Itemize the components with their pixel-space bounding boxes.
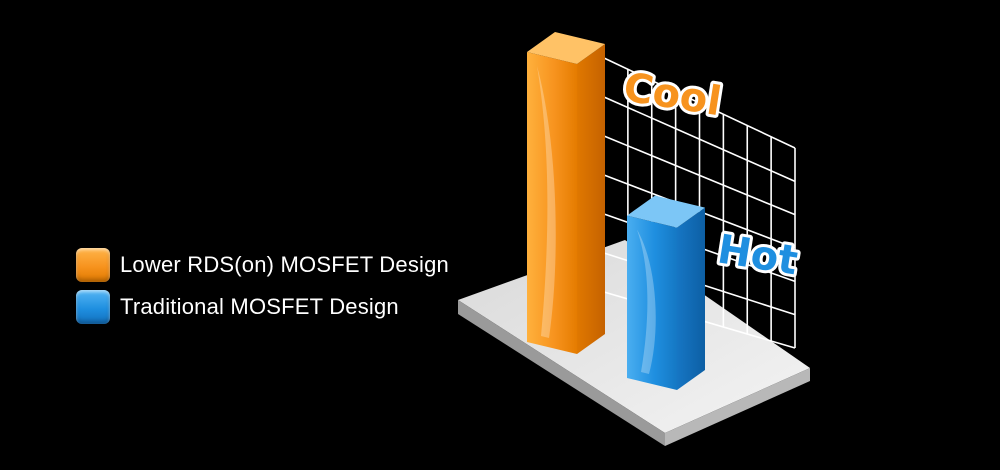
legend-label: Traditional MOSFET Design [120,294,399,319]
grid-horizontal-line [603,135,796,216]
bar-front-face [627,215,677,390]
chart-bars [527,32,705,390]
legend-label: Lower RDS(on) MOSFET Design [120,252,449,277]
grid-horizontal-line [603,57,796,149]
bar-traditional-mosfet [627,195,705,390]
annotation-cool: Cool [620,64,724,125]
legend-swatch-orange [76,248,110,282]
base-left-edge [458,300,665,446]
bar-side-face [577,44,605,354]
grid-horizontal-line [603,96,796,183]
bar-side-face [677,207,705,390]
chart-legend: Lower RDS(on) MOSFET Design Traditional … [76,244,516,328]
bar-lower-rds-mosfet [527,32,605,354]
legend-swatch-blue [76,290,110,324]
annotation-hot: Hot [714,226,800,284]
legend-item-traditional: Traditional MOSFET Design [76,286,516,328]
base-right-edge [665,368,810,446]
bar-top-face [627,195,705,228]
bar-top-face [527,32,605,64]
bar-highlight [637,229,656,374]
bar-front-face [527,52,577,354]
bar-highlight [537,66,556,338]
legend-item-lower-rds: Lower RDS(on) MOSFET Design [76,244,516,286]
